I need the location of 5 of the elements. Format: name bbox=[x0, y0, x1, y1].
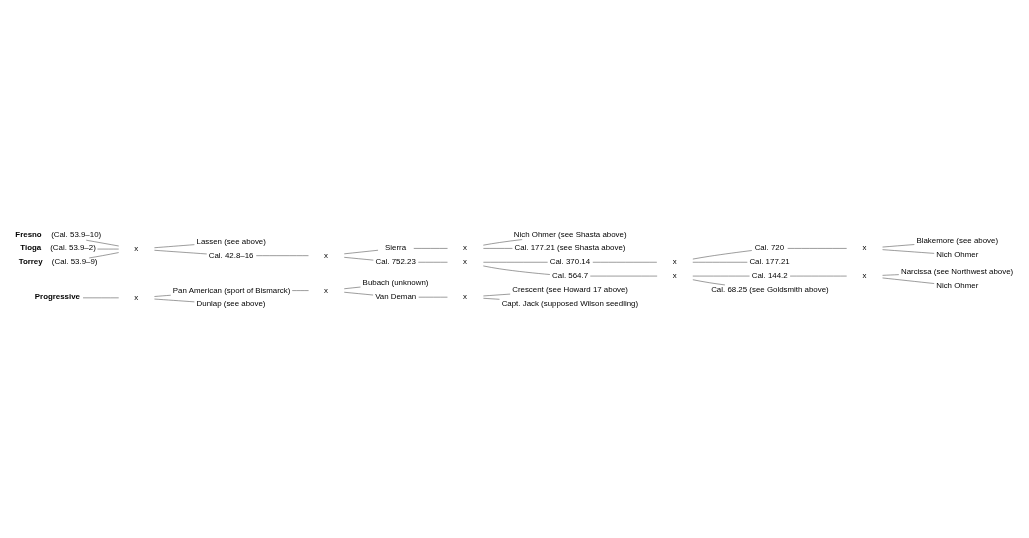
connector bbox=[692, 249, 753, 259]
connector bbox=[344, 249, 379, 254]
connector bbox=[88, 251, 119, 258]
connector bbox=[344, 286, 361, 289]
connector bbox=[344, 256, 374, 260]
